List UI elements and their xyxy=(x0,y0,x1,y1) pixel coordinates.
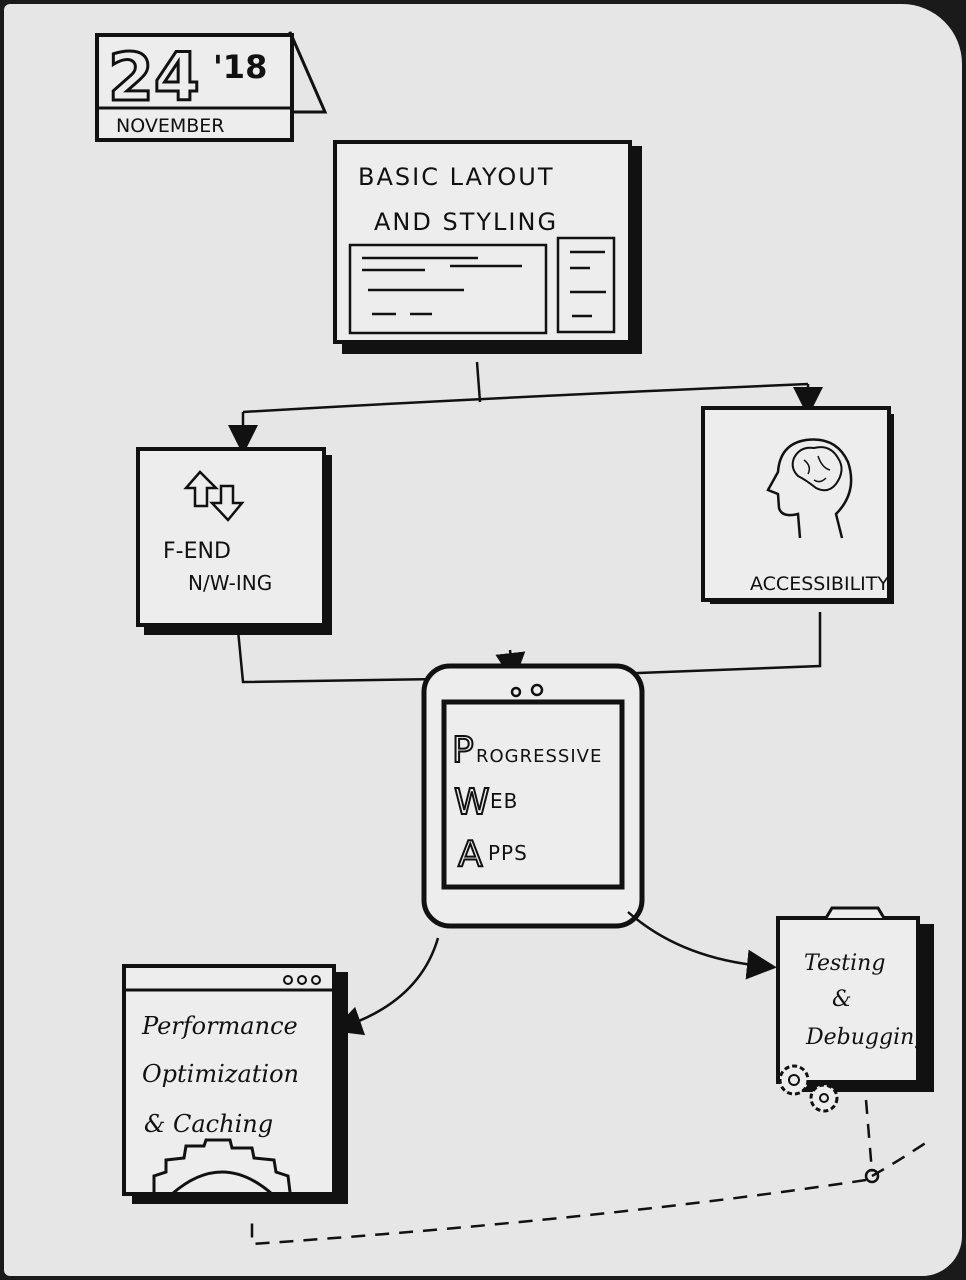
pwa-rest-a: PPS xyxy=(488,841,528,865)
head-brain-icon xyxy=(766,438,853,539)
gears-icon xyxy=(778,1064,839,1113)
testing-line2: & xyxy=(832,987,852,1012)
calendar-year: '18 xyxy=(213,48,267,86)
browser-window-icon xyxy=(122,964,348,1204)
pwa-initial-p: P xyxy=(452,730,474,771)
performance-line1: Performance xyxy=(141,1012,298,1040)
node-basic-layout: BASIC LAYOUT AND STYLING xyxy=(333,140,642,354)
performance-line2: Optimization xyxy=(142,1060,299,1088)
accessibility-label: ACCESSIBILITY xyxy=(750,573,889,595)
basic-layout-line1: BASIC LAYOUT xyxy=(358,163,555,191)
connector-split xyxy=(228,361,823,455)
pwa-rest-p: ROGRESSIVE xyxy=(476,746,602,767)
node-fend-networking: F-END N/W-ING xyxy=(136,447,332,635)
calendar-icon: 24 '18 NOVEMBER xyxy=(95,31,328,142)
connector-dashed xyxy=(250,1099,931,1246)
pwa-initial-w: W xyxy=(454,782,490,823)
pwa-rest-w: EB xyxy=(490,789,518,813)
node-pwa: P ROGRESSIVE W EB A PPS xyxy=(421,663,645,929)
performance-line3: & Caching xyxy=(144,1110,273,1138)
basic-layout-line2: AND STYLING xyxy=(374,208,558,236)
fend-line2: N/W-ING xyxy=(188,571,272,595)
updown-arrows-icon xyxy=(183,470,245,522)
connector-pwa-out xyxy=(331,911,777,1036)
pwa-initial-a: A xyxy=(458,834,483,875)
fend-line1: F-END xyxy=(163,539,231,564)
node-accessibility: ACCESSIBILITY xyxy=(701,406,894,604)
calendar-month: NOVEMBER xyxy=(116,115,224,137)
node-testing: Testing & Debugging xyxy=(776,906,934,1113)
testing-line1: Testing xyxy=(804,951,885,976)
testing-line3: Debugging xyxy=(805,1025,928,1050)
node-performance: Performance Optimization & Caching xyxy=(122,964,348,1204)
calendar-day: 24 xyxy=(108,39,200,116)
clipboard-icon xyxy=(776,906,934,1092)
gear-icon xyxy=(152,1138,292,1196)
